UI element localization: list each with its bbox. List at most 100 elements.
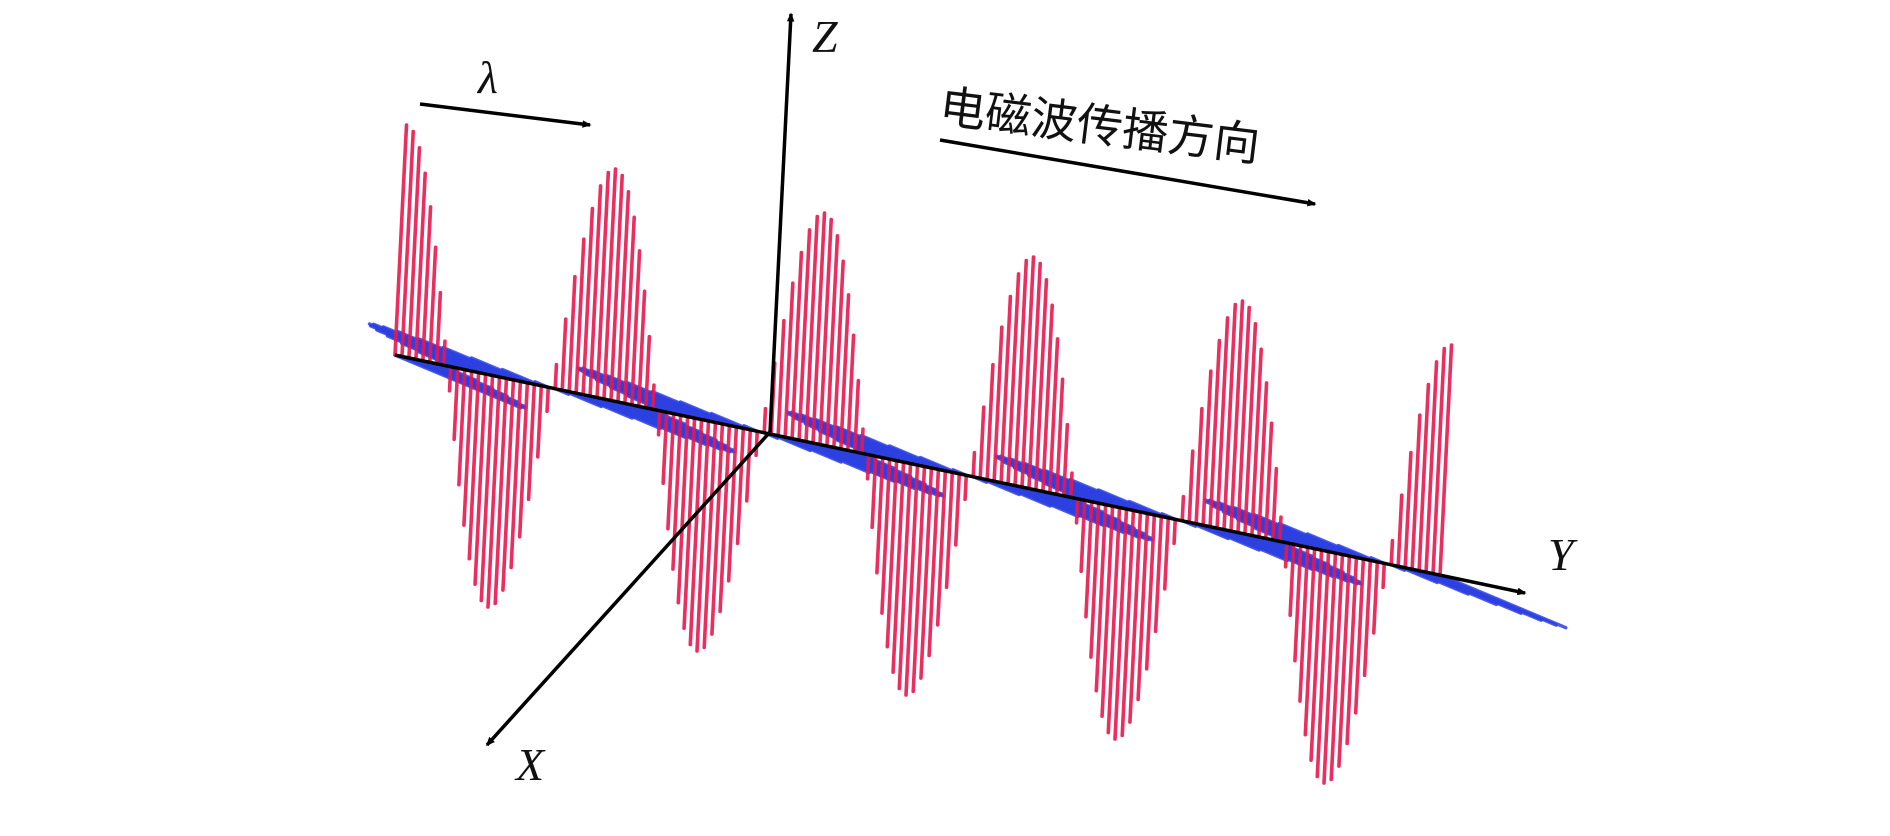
electric-field-vector (407, 146, 422, 360)
electric-field-vector (1034, 278, 1049, 492)
electric-field-vector (1201, 369, 1213, 527)
z-axis-label: Z (812, 11, 838, 62)
electric-field-vector (744, 427, 753, 503)
electric-field-vector (1020, 255, 1036, 489)
electric-field-vector (650, 383, 656, 412)
electric-field-vector (609, 173, 625, 403)
electric-field-vector (567, 274, 577, 394)
electric-field-vector (695, 419, 711, 653)
electric-field-vector (1084, 499, 1094, 619)
electric-field-vector (1315, 549, 1331, 779)
electric-field-vector (1396, 493, 1404, 569)
electric-field-vector (804, 214, 820, 444)
electric-field-vector (1362, 558, 1373, 678)
electric-field-vector (623, 215, 637, 406)
electric-field-vector (776, 318, 786, 438)
electric-field-vector (1257, 381, 1269, 539)
electric-field-vector (643, 334, 652, 410)
electric-field-vector (1381, 561, 1387, 590)
electric-field-vector (1172, 517, 1178, 546)
electric-field-vector (1074, 496, 1080, 525)
electric-field-vector (441, 339, 447, 368)
electric-field-vector (762, 406, 768, 435)
electric-field-vector (1048, 337, 1060, 495)
electric-field-vector (875, 455, 885, 575)
electric-field-vector (1438, 343, 1454, 577)
electric-field-wave (393, 123, 1454, 785)
electric-field-vector (1208, 338, 1222, 529)
electric-field-vector (971, 450, 977, 479)
electric-field-vector (944, 470, 955, 590)
magnetic-field-vector (1438, 573, 1568, 630)
electric-field-vector (1180, 494, 1186, 523)
electric-field-vector (927, 467, 941, 658)
electric-field-vector (1288, 542, 1296, 618)
electric-field-vector (1222, 302, 1238, 532)
electric-field-vector (880, 457, 892, 615)
electric-field-vector (1309, 548, 1324, 762)
y-axis-label: Y (1548, 529, 1578, 580)
electric-field-vector (710, 422, 725, 636)
electric-field-vector (1215, 316, 1230, 530)
electric-field-vector (754, 429, 760, 458)
electric-field-vector (825, 234, 840, 448)
electric-field-vector (661, 410, 669, 486)
electric-field-vector (1236, 305, 1252, 535)
electric-field-vector (1271, 466, 1279, 542)
electric-field-vector (839, 293, 851, 451)
electric-field-vector (846, 333, 856, 453)
electric-field-vector (859, 427, 865, 456)
electric-field-vector (671, 413, 683, 571)
electric-field-vector (1144, 513, 1157, 671)
x-axis-label: X (514, 739, 546, 790)
electric-field-vector (718, 423, 732, 614)
electric-field-vector (832, 259, 846, 450)
electric-field-vector (1062, 422, 1070, 498)
electric-field-vector (1403, 450, 1413, 570)
electric-field-vector (978, 405, 986, 481)
electric-field-vector (1322, 551, 1338, 785)
electric-field-vector (1337, 554, 1352, 768)
electric-field-vector (462, 369, 474, 527)
electric-field-vector (953, 471, 962, 547)
electric-field-vector (1089, 501, 1101, 659)
x-axis (485, 430, 772, 747)
electric-field-vector (595, 170, 611, 400)
electric-field-vector (1417, 382, 1431, 573)
electric-field-vector (421, 205, 433, 363)
electric-field-vector (428, 245, 438, 365)
electric-field-vector (1410, 413, 1422, 571)
electric-field-vector (919, 466, 934, 680)
electric-field-vector (553, 362, 559, 391)
electric-field-vector (501, 378, 516, 592)
electric-field-vector (1243, 322, 1258, 536)
electric-field-vector (865, 452, 871, 481)
wavelength-marker: λ (419, 52, 592, 128)
propagation-arrow (939, 138, 1317, 207)
electric-field-vector (1194, 406, 1204, 526)
electric-field-vector (1013, 258, 1029, 488)
electric-field-vector (1006, 272, 1021, 486)
electric-field-vector (911, 464, 927, 694)
electric-field-vector (1283, 540, 1289, 569)
electric-field-vector (560, 317, 568, 393)
electric-field-vector (783, 281, 795, 439)
electric-field-vector (473, 372, 488, 586)
electric-field-vector (935, 469, 948, 627)
electric-field-vector (630, 249, 642, 407)
electric-field-vector (811, 211, 827, 445)
electric-field-vector (656, 408, 662, 437)
electric-field-vector (702, 420, 718, 650)
electric-field-vector (1106, 505, 1122, 735)
electric-field-vector (735, 426, 746, 546)
electric-field-vector (992, 325, 1004, 483)
electric-field-vector (1113, 507, 1129, 741)
electric-field-vector (891, 460, 906, 674)
electric-field-vector (818, 217, 834, 447)
electric-field-vector (688, 417, 704, 647)
y-axis (394, 353, 1527, 596)
electric-field-vector (963, 473, 969, 502)
electric-field-vector (486, 375, 502, 609)
electric-field-vector (790, 250, 804, 441)
electric-field-vector (904, 463, 920, 697)
